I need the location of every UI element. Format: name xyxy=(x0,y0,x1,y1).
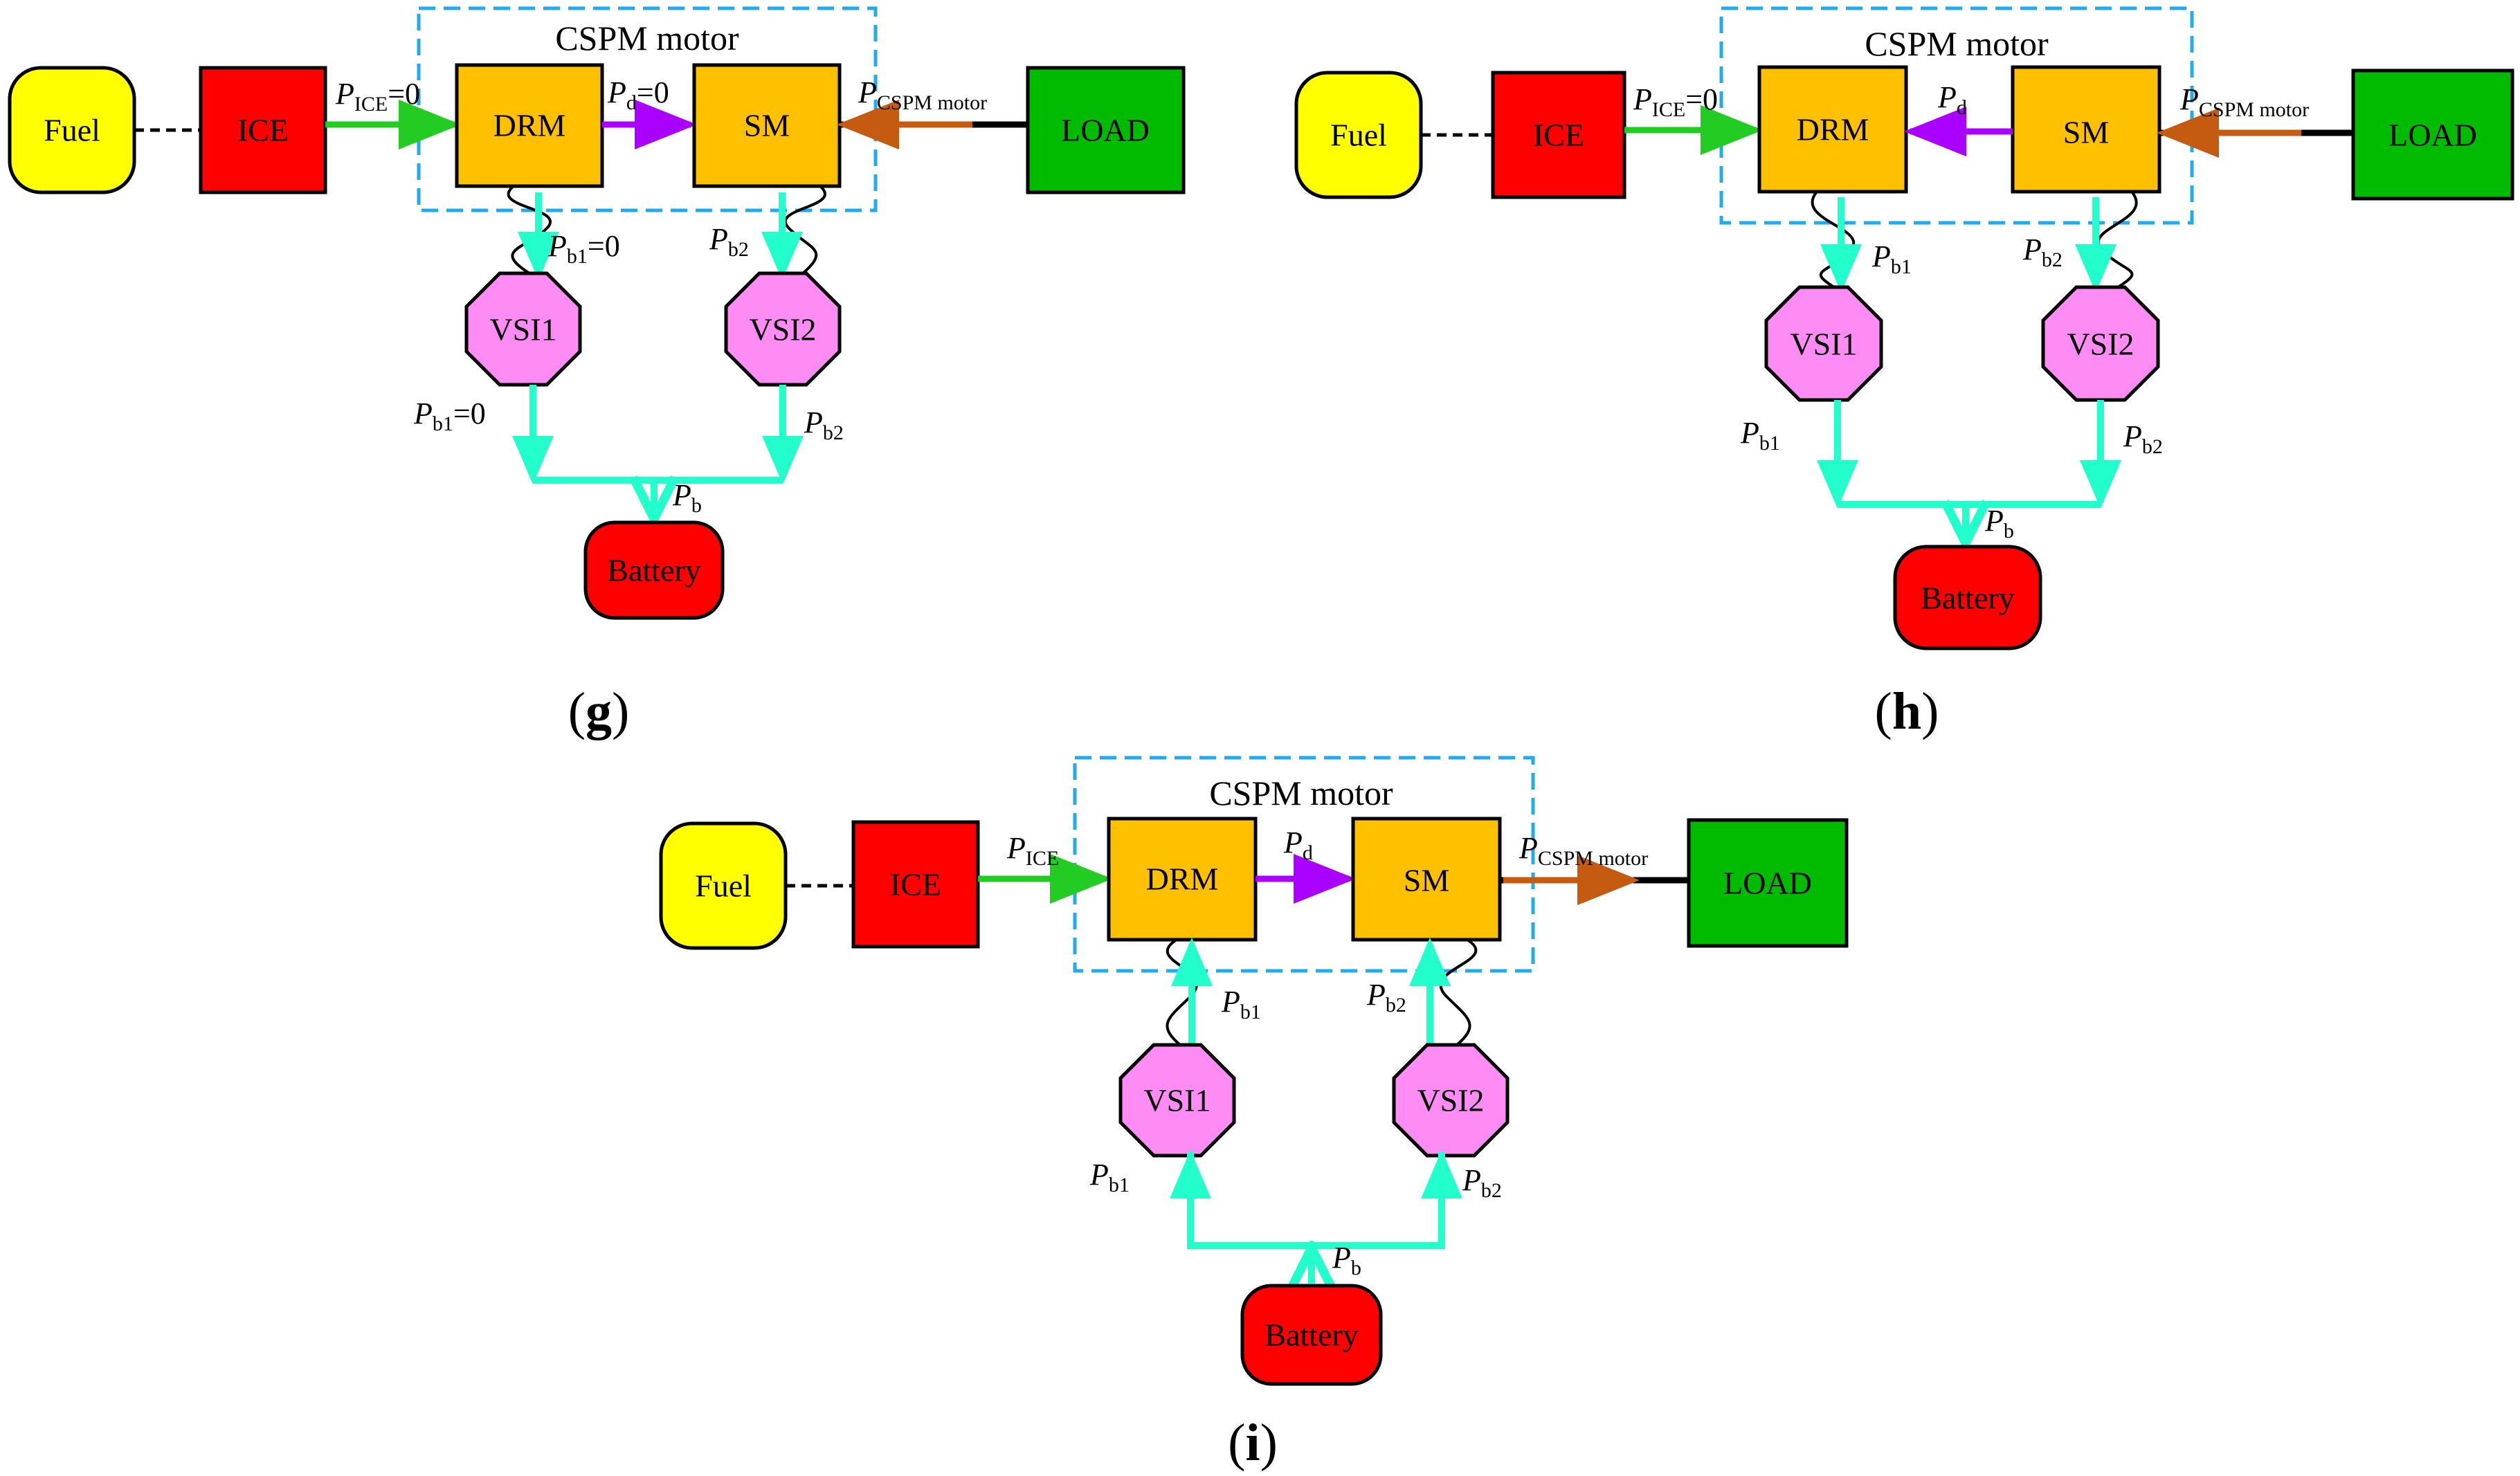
pb2-label-bottom: Pb2 xyxy=(2123,419,2163,458)
vsi2-block xyxy=(1392,1043,1510,1158)
pb1-label-top: Pb1 xyxy=(1871,239,1912,278)
pb2-label-bottom: Pb2 xyxy=(1462,1163,1502,1202)
vsi2-block xyxy=(2041,285,2160,402)
sm-block xyxy=(692,63,842,188)
vsi1-block xyxy=(1764,285,1883,402)
pb1-label-bottom: Pb1 xyxy=(1740,416,1780,455)
caption-i: (i) xyxy=(1228,1414,1278,1472)
sm-block xyxy=(1351,817,1502,942)
pb-label: Pb xyxy=(1984,504,2014,543)
drm-label: DRM xyxy=(493,108,566,143)
pb2-label-bottom: Pb2 xyxy=(804,406,844,444)
battery-label: Battery xyxy=(1264,1318,1358,1353)
p-ice-label: PICE=0 xyxy=(1633,82,1718,121)
load-label: LOAD xyxy=(1061,113,1150,148)
battery-block xyxy=(1240,1284,1383,1386)
pb1-label-bottom: Pb1 xyxy=(1089,1158,1130,1196)
vsi1-label: VSI1 xyxy=(1143,1083,1211,1118)
sm-vsi2-cable xyxy=(2096,190,2138,289)
p-cspm-label: PCSPM motor xyxy=(1519,831,1648,870)
vsi2-block xyxy=(724,271,842,387)
pb1-label-top: Pb1=0 xyxy=(547,229,620,268)
ice-block xyxy=(199,66,327,194)
pd-label: Pd=0 xyxy=(607,75,669,114)
p-cspm-label: PCSPM motor xyxy=(2179,82,2309,121)
pb1-label-bottom: Pb1=0 xyxy=(413,397,486,435)
panel-g: CSPM motor Fuel ICE PICE=0 DRM Pd=0 SM P… xyxy=(8,6,1186,740)
pb-label: Pb xyxy=(672,478,702,517)
fuel-label: Fuel xyxy=(44,113,100,148)
cspm-title: CSPM motor xyxy=(1209,774,1393,812)
sm-vsi2-cable xyxy=(783,185,826,275)
pb2-label-top: Pb2 xyxy=(1366,978,1406,1017)
pb2-label-top: Pb2 xyxy=(709,222,749,261)
p-ice-label: PICE=0 xyxy=(335,77,420,116)
sm-label: SM xyxy=(2063,115,2109,150)
fuel-label: Fuel xyxy=(1330,118,1387,153)
pb1-label-top: Pb1 xyxy=(1221,985,1261,1023)
ice-block xyxy=(851,820,980,949)
p-cspm-label: PCSPM motor xyxy=(858,75,987,114)
ice-label: ICE xyxy=(890,867,941,902)
drm-block xyxy=(1757,65,1908,194)
panel-h: CSPM motor Fuel ICE PICE=0 DRM SM Pd PCS… xyxy=(1294,6,2514,740)
vsi1-block xyxy=(464,271,582,387)
caption-g: (g) xyxy=(568,682,630,740)
drm-vsi1-cable xyxy=(1166,938,1198,1046)
sm-label: SM xyxy=(1404,863,1449,898)
panel-i: CSPM motor Fuel ICE PICE DRM Pd SM PCSPM… xyxy=(659,756,1849,1472)
load-block xyxy=(1687,818,1849,948)
cspm-title: CSPM motor xyxy=(1865,24,2049,63)
sm-label: SM xyxy=(744,108,790,143)
vsi1-label: VSI1 xyxy=(1790,327,1857,362)
drm-vsi1-cable xyxy=(1811,190,1856,289)
pd-label: Pd xyxy=(1937,80,1967,119)
battery-block xyxy=(583,520,725,620)
caption-h: (h) xyxy=(1875,682,1939,740)
pb2-label-top: Pb2 xyxy=(2022,233,2063,271)
pd-label: Pd xyxy=(1283,826,1313,864)
battery-label: Battery xyxy=(607,553,700,588)
cspm-title: CSPM motor xyxy=(555,19,739,57)
battery-block xyxy=(1893,545,2042,650)
battery-label: Battery xyxy=(1921,581,2014,616)
load-block xyxy=(2351,69,2514,201)
ice-label: ICE xyxy=(1533,118,1584,153)
drm-label: DRM xyxy=(1146,862,1219,897)
load-label: LOAD xyxy=(1723,866,1812,901)
p-ice-label: PICE xyxy=(1006,831,1059,870)
vsi2-label: VSI2 xyxy=(749,312,816,347)
sm-vsi2-cable xyxy=(1439,938,1478,1046)
drm-vsi1-cable xyxy=(507,185,552,275)
vsi2-label: VSI2 xyxy=(2067,327,2134,362)
drm-label: DRM xyxy=(1797,112,1869,147)
pb-label: Pb xyxy=(1332,1241,1361,1279)
vsi1-label: VSI1 xyxy=(489,312,556,347)
battery-bus xyxy=(1187,1152,1445,1249)
load-label: LOAD xyxy=(2388,118,2477,153)
load-block xyxy=(1026,66,1186,194)
vsi2-label: VSI2 xyxy=(1417,1083,1484,1118)
ice-label: ICE xyxy=(237,113,289,148)
ice-block xyxy=(1491,71,1626,199)
fuel-label: Fuel xyxy=(695,868,752,904)
